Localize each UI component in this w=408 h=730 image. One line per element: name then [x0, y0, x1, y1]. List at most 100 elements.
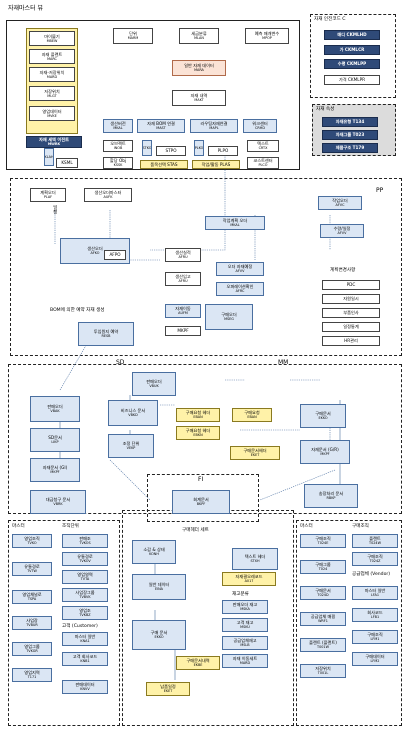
costing-item-4[interactable]: 가격 CKMLPR [324, 75, 380, 85]
attr-t134[interactable]: 자재유형 T134 [322, 117, 378, 127]
bottom-right-t001w[interactable]: 플랜트 (플랜트)T001W [300, 638, 346, 652]
attr-t179[interactable]: 제품구조 T179 [322, 143, 378, 153]
ops-plko[interactable]: PLKO [194, 140, 204, 156]
costing-item-1[interactable]: 매디 CKMLHD [324, 30, 380, 40]
ops-plpo[interactable]: PLPO [208, 146, 238, 156]
mm-mkpf[interactable]: 자재문서 (G/R)MKPF [300, 440, 350, 464]
pp-afrp4[interactable]: HR관리 [322, 336, 380, 346]
pp-afrp1[interactable]: 자원일시 [322, 294, 380, 304]
costing-item-3[interactable]: 수평 CKMLPP [324, 59, 380, 69]
ops-klah[interactable]: KLAH [44, 148, 54, 166]
attr-t023[interactable]: 자재그룹 T023 [322, 130, 378, 140]
pp-afrp2[interactable]: 부품인사 [322, 308, 380, 318]
pp-afpo[interactable]: AFPO [104, 250, 126, 260]
pp-afrp0[interactable]: PDC [322, 280, 380, 290]
ops-stko[interactable]: STKO [142, 140, 152, 156]
ops-plas[interactable]: 작업/활동 PLAS [192, 160, 240, 169]
ops-stas[interactable]: 품목선택 STAS [140, 160, 188, 169]
pp-afrp3[interactable]: 일정통계 [322, 322, 380, 332]
ops-ksml[interactable]: KSML [56, 158, 78, 168]
ops-stpo[interactable]: STPO [156, 146, 186, 156]
pp-mkpf[interactable]: MKPF [165, 326, 201, 336]
